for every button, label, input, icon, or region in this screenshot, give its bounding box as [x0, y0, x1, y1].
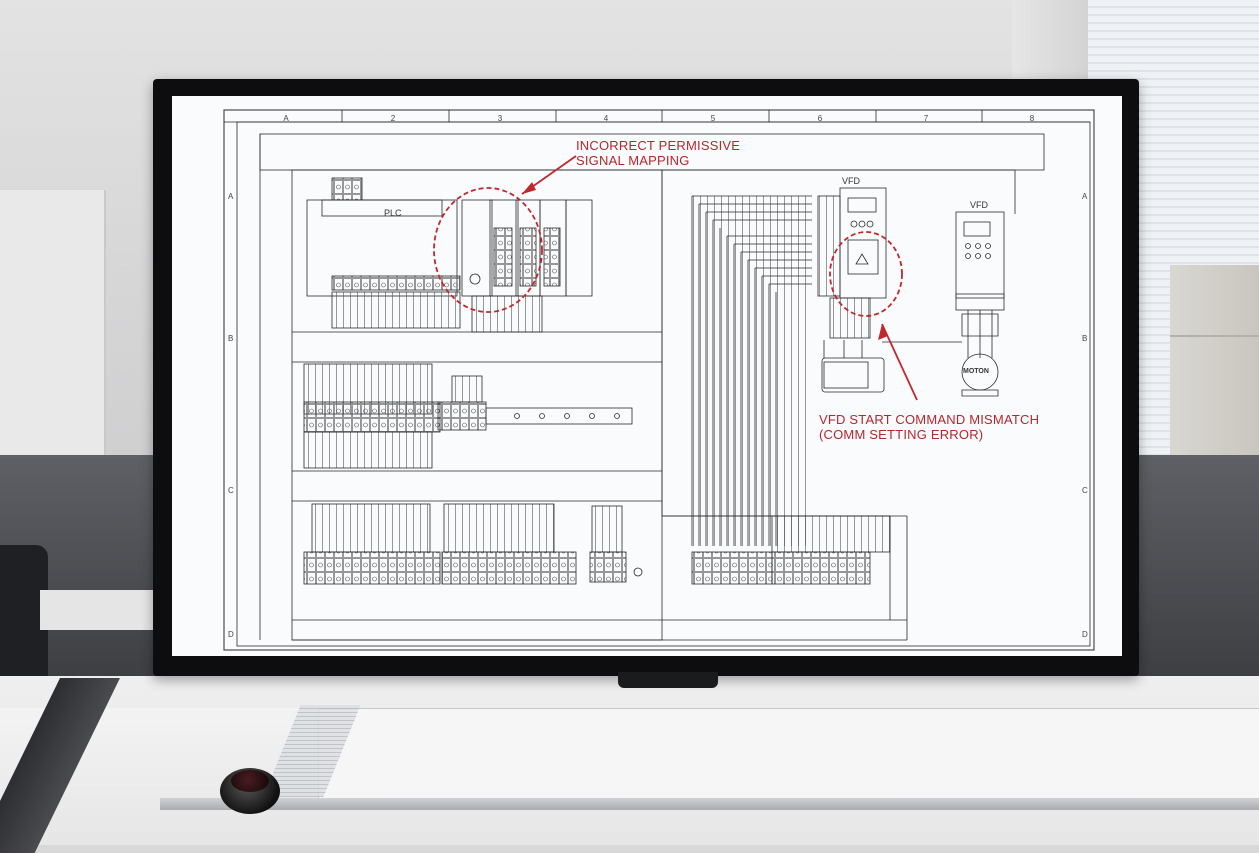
grid-column-label: 7 [923, 114, 929, 123]
grid-row-label: A [1082, 192, 1088, 201]
grid-row-label: D [1082, 630, 1088, 639]
monitor-screen: A 2 3 4 5 6 7 8 A B C D A B C D PLC VFD … [172, 96, 1122, 656]
grid-column-label: 8 [1029, 114, 1035, 123]
drafting-board [318, 708, 1259, 804]
annotation-line: VFD START COMMAND MISMATCH [819, 412, 1040, 427]
grid-column-label: 4 [603, 114, 609, 123]
grid-row-label: C [1082, 486, 1088, 495]
plc-label: PLC [384, 208, 402, 218]
grid-column-label: 5 [710, 114, 716, 123]
grid-row-label: D [228, 630, 234, 639]
annotation-line: (COMM SETTING ERROR) [819, 427, 984, 442]
grid-column-label: A [283, 114, 289, 123]
whiteboard-panel [0, 190, 106, 455]
monitor-stand [618, 672, 718, 688]
drafting-rail [160, 798, 1259, 810]
schematic-drawing [223, 109, 1095, 651]
grid-row-label: B [1082, 334, 1088, 343]
grid-row-label: A [228, 192, 234, 201]
permissive-mapping-annotation: INCORRECT PERMISSIVE SIGNAL MAPPING [576, 138, 740, 168]
grid-row-label: C [228, 486, 234, 495]
annotation-line: SIGNAL MAPPING [576, 153, 690, 168]
filing-cabinet [1170, 265, 1259, 470]
drafting-knob [220, 768, 280, 814]
desk-edge [40, 590, 160, 630]
grid-column-label: 3 [497, 114, 503, 123]
grid-column-label: 6 [817, 114, 823, 123]
vfd-mismatch-annotation: VFD START COMMAND MISMATCH (COMM SETTING… [819, 412, 1039, 442]
grid-column-label: 2 [390, 114, 396, 123]
vfd-left-label: VFD [842, 176, 860, 186]
annotation-line: INCORRECT PERMISSIVE [576, 138, 741, 153]
grid-row-label: B [228, 334, 234, 343]
vfd-right-label: VFD [970, 200, 988, 210]
motor-label: MOTON [963, 368, 989, 375]
